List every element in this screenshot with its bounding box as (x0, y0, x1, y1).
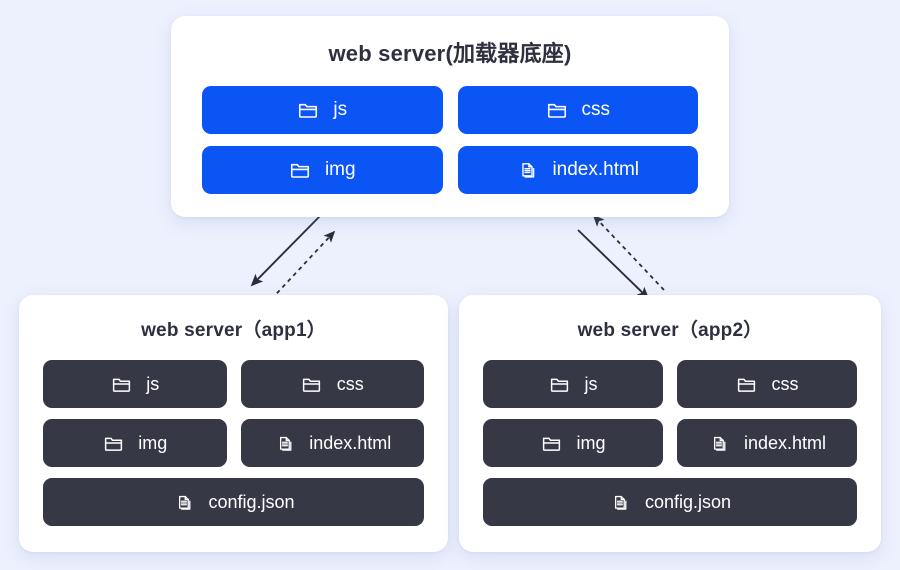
file-icon (172, 491, 194, 513)
file-icon (609, 491, 631, 513)
folder-icon (540, 432, 562, 454)
item-button-css[interactable]: css (677, 360, 857, 408)
item-button-css[interactable]: css (240, 360, 424, 408)
item-button-index-html[interactable]: index.html (457, 146, 698, 194)
folder-icon (110, 373, 132, 395)
item-label: css (336, 373, 364, 394)
item-label: index.html (743, 432, 827, 453)
item-button-js[interactable]: js (483, 360, 663, 408)
item-label: js (584, 373, 598, 394)
card-web-server-app1: web server（app1） js css (19, 295, 448, 552)
card-title-app2: web server（app2） (577, 320, 763, 341)
folder-icon (546, 99, 568, 121)
card-title-app1: web server（app1） (141, 320, 326, 341)
item-label: config.json (644, 491, 732, 512)
file-icon (273, 432, 295, 454)
card-title-root: web server(加载器底座) (328, 41, 572, 66)
item-button-js[interactable]: js (43, 360, 227, 408)
connector-root-to-app1 (250, 215, 321, 287)
folder-icon (736, 373, 758, 395)
item-label: css (581, 99, 611, 120)
folder-icon (289, 159, 311, 181)
folder-icon (301, 373, 323, 395)
folder-icon (102, 432, 124, 454)
item-label: img (138, 432, 168, 453)
item-grid-app2: js css img (483, 360, 857, 526)
folder-icon (297, 99, 319, 121)
item-label: js (146, 373, 160, 394)
item-button-config-json[interactable]: config.json (43, 478, 424, 526)
item-button-js[interactable]: js (202, 86, 443, 134)
item-button-img[interactable]: img (483, 419, 663, 467)
connector-root-to-app2 (577, 229, 650, 300)
file-icon (708, 432, 730, 454)
item-button-img[interactable]: img (202, 146, 443, 194)
item-label: index.html (309, 432, 392, 453)
connector-app2-to-root (592, 214, 665, 291)
item-button-img[interactable]: img (43, 419, 227, 467)
item-grid-app1: js css img (43, 360, 424, 526)
item-button-index-html[interactable]: index.html (677, 419, 857, 467)
item-button-css[interactable]: css (457, 86, 698, 134)
folder-icon (549, 373, 571, 395)
item-label: img (576, 432, 606, 453)
item-label: css (771, 373, 799, 394)
file-icon (516, 159, 538, 181)
item-button-index-html[interactable]: index.html (240, 419, 424, 467)
item-label: index.html (552, 159, 640, 180)
item-grid-root: js css img (202, 86, 698, 194)
item-button-config-json[interactable]: config.json (483, 478, 857, 526)
item-label: img (324, 159, 356, 180)
card-web-server-root: web server(加载器底座) js cs (171, 16, 729, 217)
item-label: config.json (208, 491, 295, 512)
card-web-server-app2: web server（app2） js css (459, 295, 881, 552)
item-label: js (333, 99, 348, 120)
